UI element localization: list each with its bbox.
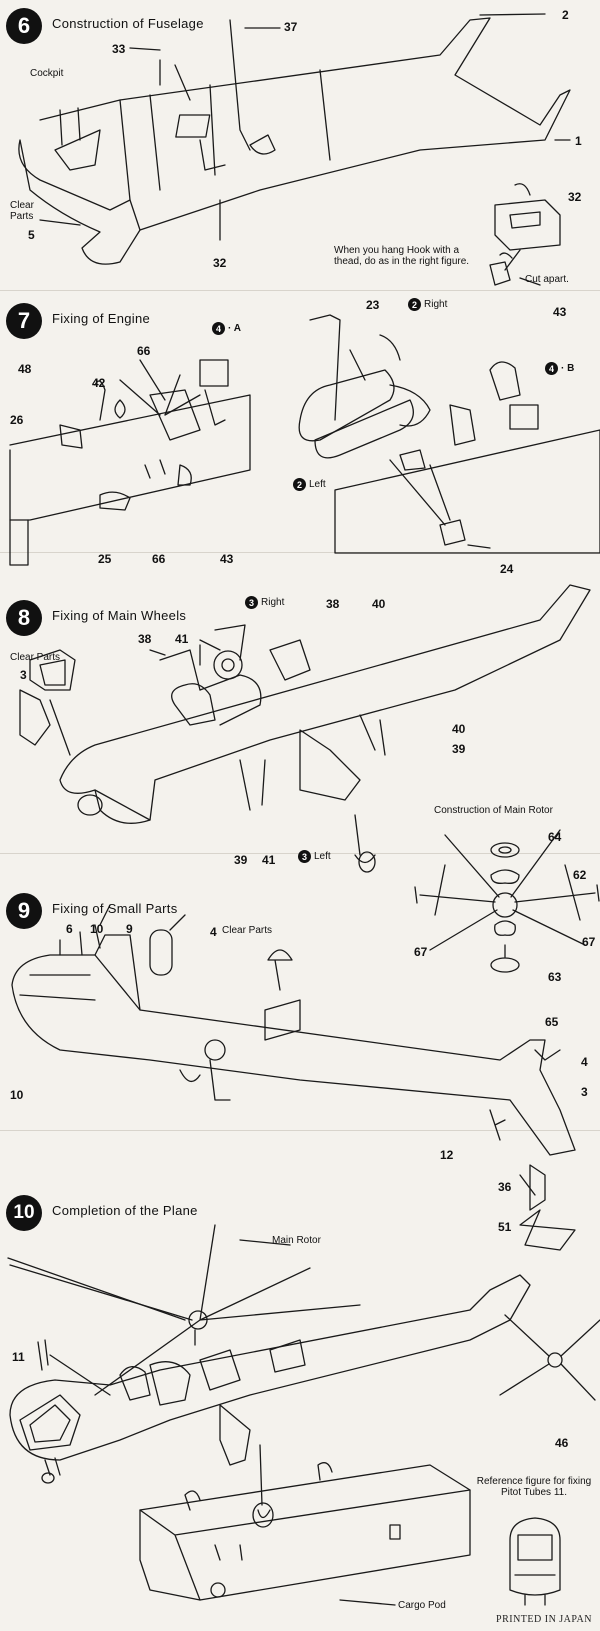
part-label: 36 [498,1180,512,1194]
part-label: 40 [452,722,466,736]
part-label: 48 [18,362,32,376]
part-label: 1 [575,134,582,148]
part-label: 4 [581,1055,588,1069]
cut-apart-label: Cut apart. [525,274,569,285]
step-9-title: Fixing of Small Parts [52,901,178,916]
part-label: 67 [582,935,596,949]
part-label: 5 [28,228,35,242]
part-label: 66 [137,344,151,358]
part-label: 63 [548,970,562,984]
clear-parts-label: Clear Parts [222,925,273,936]
step-10-title: Completion of the Plane [52,1203,198,1218]
main-rotor-construction-title: Construction of Main Rotor [434,805,553,816]
step6-fuselage-drawing [18,13,571,286]
part-label: 64 [548,830,562,844]
part-label: 25 [98,552,112,566]
part-label: 10 [10,1088,24,1102]
part-label: 40 [372,597,386,611]
part-label: 32 [213,256,227,270]
step-9-badge: 9 [6,893,42,929]
step9-smallparts-drawing [11,904,576,1251]
part-label: 24 [500,562,514,576]
engine-variant-b-label: 4· B [545,362,574,375]
part-label: 6 [66,922,73,936]
part-label: 26 [10,413,24,427]
clear-parts-label: Clear Parts [10,200,34,222]
part-label: 43 [220,552,234,566]
part-label: 32 [568,190,582,204]
part-label: 46 [555,1436,569,1450]
part-label: 3 [20,668,27,682]
part-label: 66 [152,552,166,566]
part-label: 38 [326,597,340,611]
fold-line [0,552,600,553]
step-7-title: Fixing of Engine [52,311,151,326]
step-8-badge: 8 [6,600,42,636]
part-label: 4 [210,925,217,939]
step8-wheels-drawing [19,584,600,973]
cargo-pod-label: Cargo Pod [398,1600,446,1611]
part-label: 41 [262,853,276,867]
part-label: 10 [90,922,104,936]
part-label: 11 [12,1350,25,1364]
part-label: 39 [452,742,466,756]
hook-note: When you hang Hook with a thead, do as i… [334,245,470,267]
part-label: 39 [234,853,248,867]
part-label: 38 [138,632,152,646]
part-label: 62 [573,868,587,882]
engine-variant-a-label: 4· A [212,322,241,335]
step-6-badge: 6 [6,8,42,44]
part-label: 42 [92,376,106,390]
part-label: 67 [414,945,428,959]
part-label: 43 [553,305,567,319]
printed-in-japan-footer: PRINTED IN JAPAN [496,1614,592,1625]
part-label: 12 [440,1148,454,1162]
part-label: 9 [126,922,133,936]
part-label: 51 [498,1220,512,1234]
fold-line [0,290,600,291]
step7-engine-drawing [9,314,600,566]
part-label: 33 [112,42,126,56]
cockpit-label: Cockpit [30,68,64,79]
step-7-badge: 7 [6,303,42,339]
part-label: 2 [562,8,569,22]
step-8-title: Fixing of Main Wheels [52,608,187,623]
step-6-title: Construction of Fuselage [52,16,204,31]
clear-parts-label: Clear Parts [10,652,61,663]
step-10-badge: 10 [6,1195,42,1231]
step10-completion-drawing [7,1224,600,1606]
part-label: 65 [545,1015,559,1029]
main-rotor-label: Main Rotor [272,1235,321,1246]
fold-line [0,1130,600,1131]
part-label: 3 [581,1085,588,1099]
part-label: 37 [284,20,298,34]
part-label: 41 [175,632,189,646]
pitot-reference-note: Reference figure for fixing Pitot Tubes … [476,1476,592,1498]
part-label: 23 [366,298,380,312]
